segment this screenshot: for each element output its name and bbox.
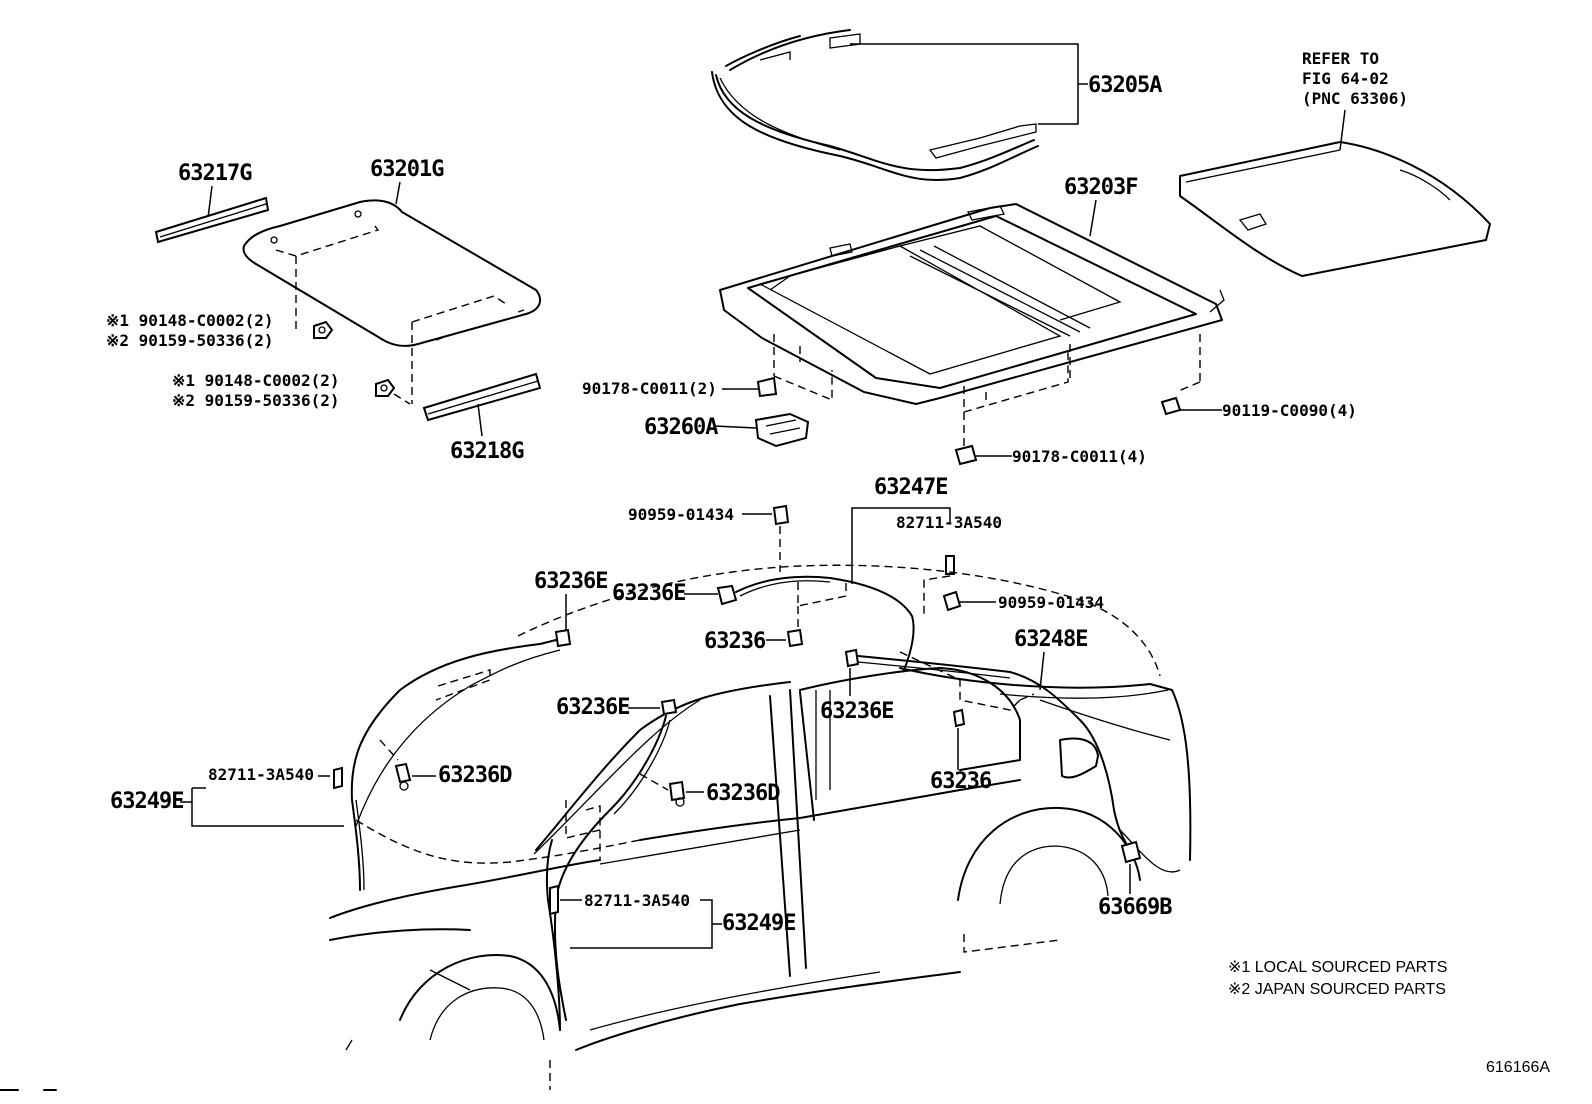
sunroof-weatherstrip-63205A: [711, 29, 1039, 181]
label-63218G: 63218G: [450, 439, 524, 464]
label-63201G: 63201G: [370, 157, 444, 182]
glass-weatherstrip-63217G: [154, 196, 270, 244]
nut-90178-a: [756, 376, 778, 398]
drain-hose-front: [735, 575, 915, 671]
label-clip1-line1: ※1 90148-C0002(2): [106, 311, 274, 330]
label-90119: 90119-C0090(4): [1222, 401, 1357, 420]
label-63236D-b: 63236D: [706, 781, 780, 806]
label-clip2-line1: ※1 90148-C0002(2): [172, 371, 340, 390]
clip-63236D-a: [394, 762, 412, 791]
clip-63236-b: [952, 708, 966, 728]
sunroof-glass-63201G: [242, 199, 542, 347]
clip-90148-a: [313, 320, 334, 339]
label-82711-top: 82711-3A540: [896, 513, 1002, 532]
bolt-90119: [1160, 396, 1182, 416]
label-63236-b: 63236: [930, 769, 992, 794]
grommet-63236E-c: [844, 648, 860, 668]
sunroof-motor-63260A: [754, 412, 810, 448]
label-clip2-line2: ※2 90159-50336(2): [172, 391, 340, 410]
label-63236-a: 63236: [704, 629, 766, 654]
drain-hose-rear: [857, 655, 1131, 851]
label-90959-left: 90959-01434: [628, 505, 734, 524]
label-63248E: 63248E: [1014, 627, 1087, 652]
grommet-63669B: [1120, 840, 1142, 864]
grommet-63236E-b: [716, 584, 738, 606]
label-63669B: 63669B: [1098, 895, 1172, 920]
clamp-90959-b: [942, 590, 962, 612]
label-90178-2: 90178-C0011(2): [582, 379, 717, 398]
label-90959-right: 90959-01434: [998, 593, 1104, 612]
label-63249E-b: 63249E: [722, 911, 795, 936]
label-63260A: 63260A: [644, 415, 718, 440]
figure-id: 616166A: [1486, 1059, 1550, 1076]
connector-82711-a: [945, 555, 955, 575]
label-63203F: 63203F: [1064, 175, 1137, 200]
label-clip1-line2: ※2 90159-50336(2): [106, 331, 274, 350]
refer-line-3: (PNC 63306): [1302, 89, 1408, 108]
label-63236E-a: 63236E: [534, 569, 607, 594]
label-63247E: 63247E: [874, 475, 947, 500]
note-local-sourced: ※1 LOCAL SOURCED PARTS: [1228, 959, 1447, 976]
nut-90178-b: [954, 444, 978, 466]
grommet-63236E-d: [660, 698, 678, 716]
label-90178-4: 90178-C0011(4): [1012, 447, 1147, 466]
connector-82711-c: [549, 884, 559, 916]
glass-weatherstrip-63218G: [422, 372, 542, 422]
label-63236E-c: 63236E: [820, 699, 893, 724]
refer-line-2: FIG 64-02: [1302, 69, 1389, 88]
clip-63236D-b: [668, 780, 686, 807]
label-63217G: 63217G: [178, 161, 252, 186]
label-82711-left: 82711-3A540: [208, 765, 314, 784]
connector-82711-b: [333, 766, 343, 790]
clip-90148-b: [375, 378, 396, 397]
sunshade-panel: [1179, 141, 1491, 277]
label-63236D-a: 63236D: [438, 763, 512, 788]
label-82711-bottom: 82711-3A540: [584, 891, 690, 910]
clamp-90959-a: [772, 504, 790, 526]
label-63249E-a: 63249E: [110, 789, 183, 814]
grommet-63236E-a: [554, 628, 572, 648]
drain-hose-front-left: [350, 639, 557, 891]
note-japan-sourced: ※2 JAPAN SOURCED PARTS: [1228, 981, 1446, 998]
refer-line-1: REFER TO: [1302, 49, 1379, 68]
drain-hose-a-pillar: [553, 715, 671, 1021]
label-63236E-b: 63236E: [612, 581, 685, 606]
sunroof-housing-63203F: [719, 203, 1225, 405]
label-63205A: 63205A: [1088, 73, 1162, 98]
label-63236E-d: 63236E: [556, 695, 629, 720]
clip-63236-a: [786, 628, 804, 648]
